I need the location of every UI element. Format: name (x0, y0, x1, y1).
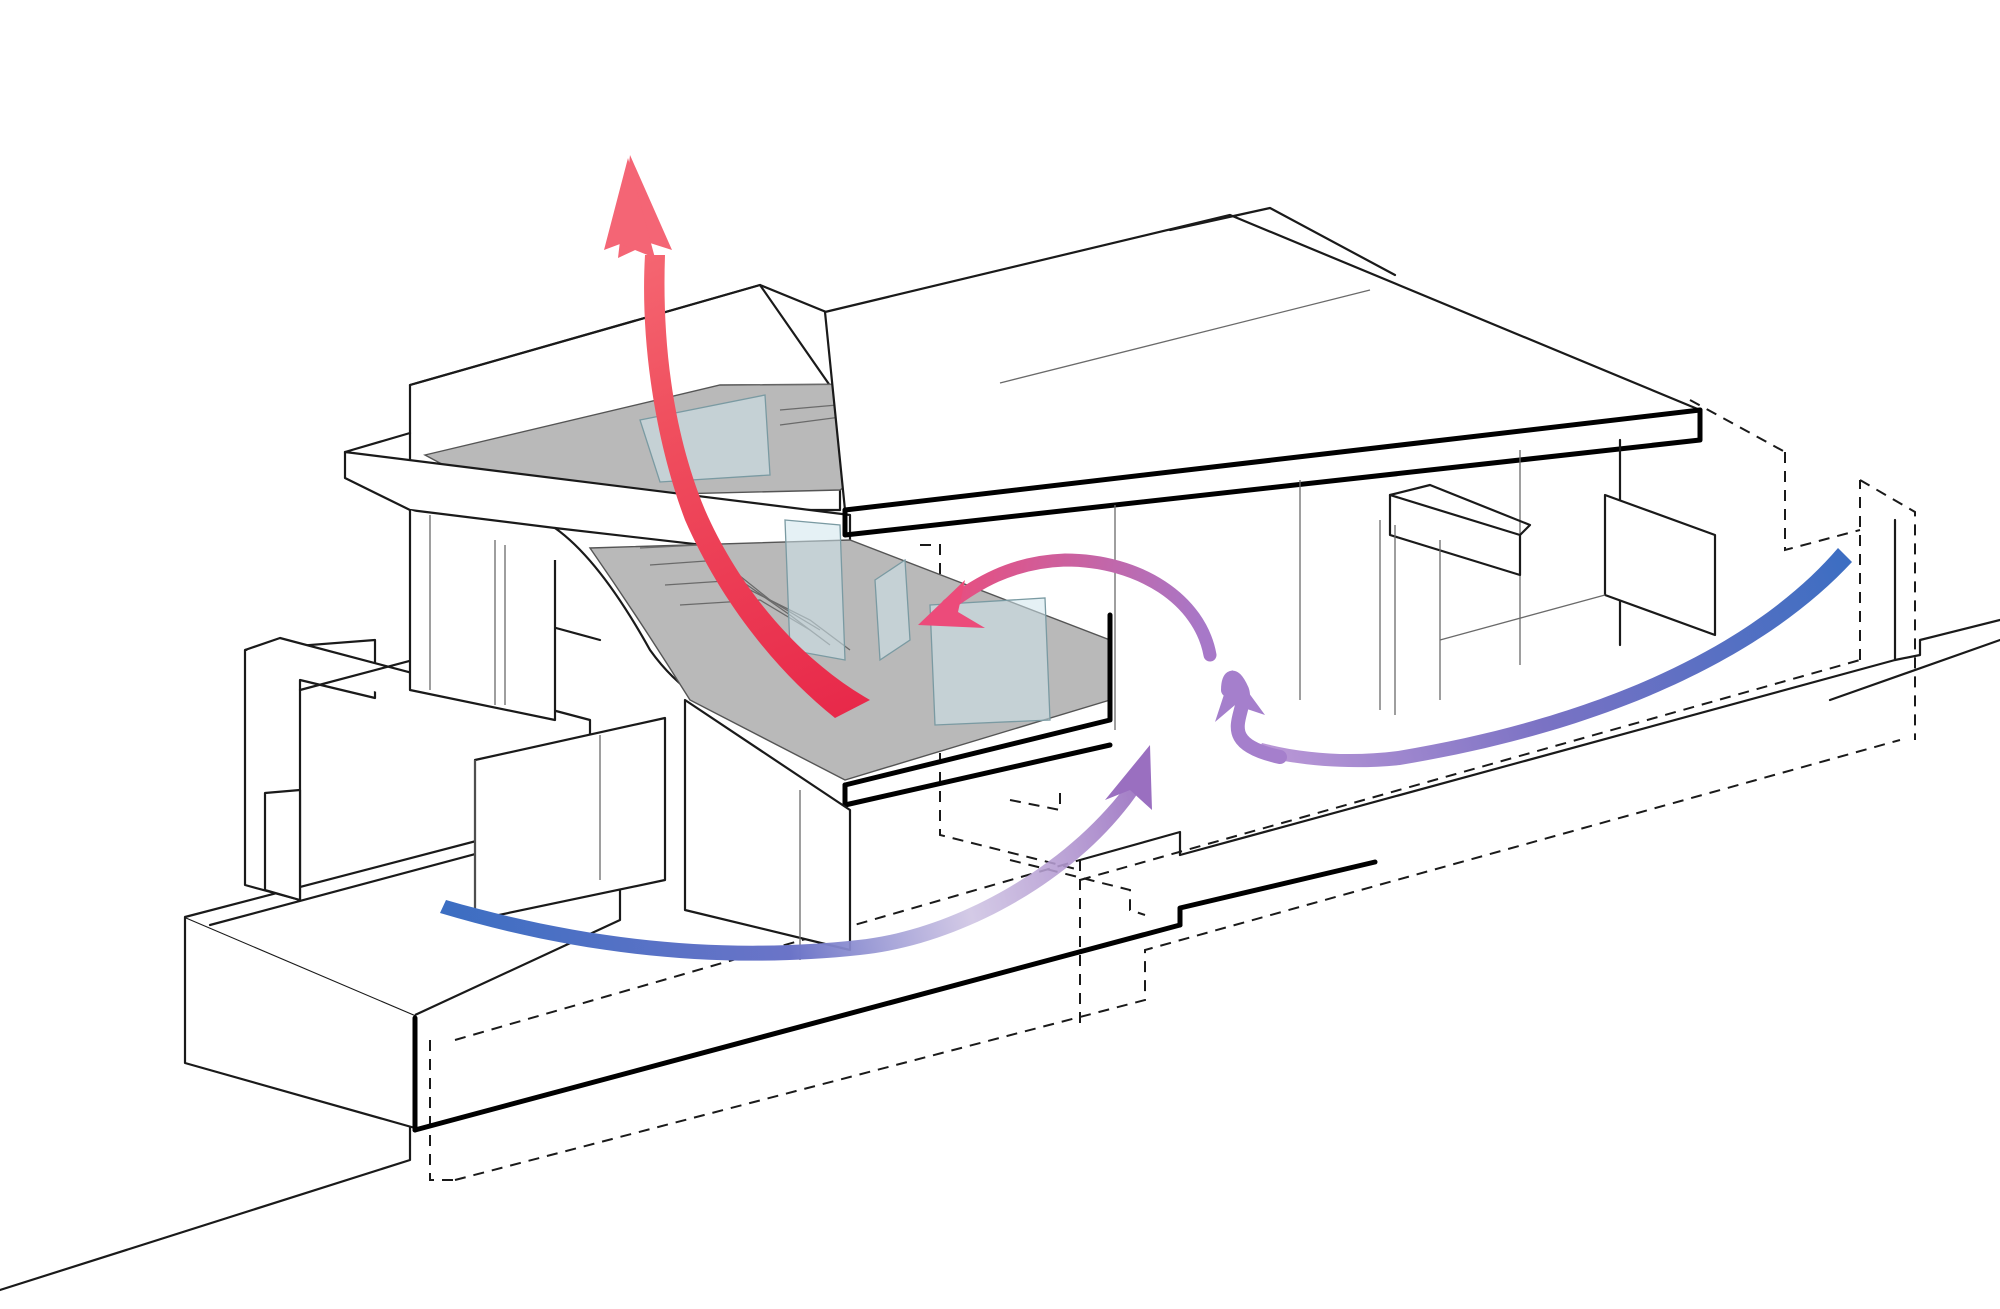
hot-air-arrow (644, 255, 870, 718)
circulation-arrow-head (1215, 670, 1265, 722)
main-roof-slab (823, 206, 1717, 730)
cool-air-arrow (1255, 548, 1852, 768)
left-ground-volume (243, 623, 667, 922)
cool-air-arrow-head (1105, 745, 1152, 810)
hot-air-arrow-head (604, 158, 655, 258)
central-stair-volume (408, 510, 1113, 960)
cool-air-arrow (440, 780, 1140, 961)
circulation-arrow (941, 553, 1217, 662)
circulation-arrow-head (918, 580, 985, 628)
